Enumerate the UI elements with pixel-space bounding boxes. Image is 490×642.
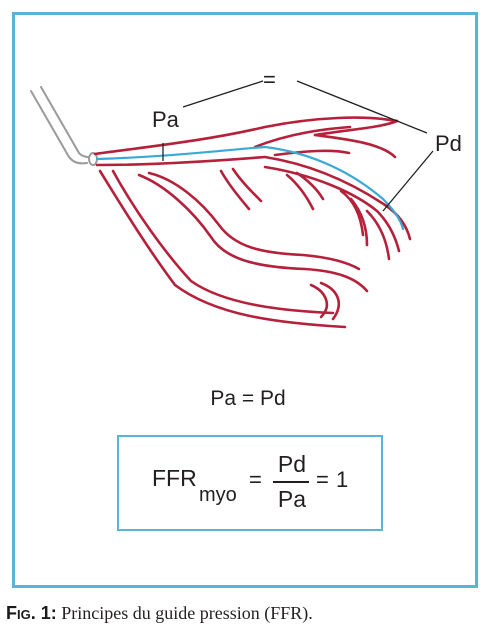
formula-result: 1 (336, 467, 349, 492)
formula-result-equals: = (316, 467, 329, 492)
coronary-diagram (30, 80, 434, 329)
caption-text: Principes du guide pression (FFR). (56, 603, 313, 623)
formula-ffr-subscript: myo (199, 484, 237, 506)
formula-denominator: Pa (277, 486, 307, 512)
formula-equals: = (249, 467, 262, 492)
formula-fraction-bar (273, 481, 309, 483)
formula-ffr: FFR (152, 465, 197, 491)
pressure-equality-sign: = (263, 67, 276, 92)
catheter-tube-icon (30, 86, 98, 166)
figure-caption: Fig. 1: Principes du guide pression (FFR… (6, 603, 313, 624)
figure-frame: Pa = Pd Pa = Pd FFR myo = Pd Pa = 1 (12, 12, 478, 588)
pressure-guidewire-icon (95, 145, 405, 231)
formula-numerator: Pd (277, 451, 307, 477)
annotation-lines (162, 80, 434, 212)
aortic-pressure-label: Pa (152, 107, 179, 132)
pressure-equality-text: Pa = Pd (210, 387, 286, 410)
distal-pressure-label: Pd (435, 131, 462, 156)
figure-number: Fig. 1: (6, 603, 57, 623)
ffr-formula-box: FFR myo = Pd Pa = 1 (117, 435, 383, 531)
coronary-vessel-tree-icon (93, 116, 412, 329)
